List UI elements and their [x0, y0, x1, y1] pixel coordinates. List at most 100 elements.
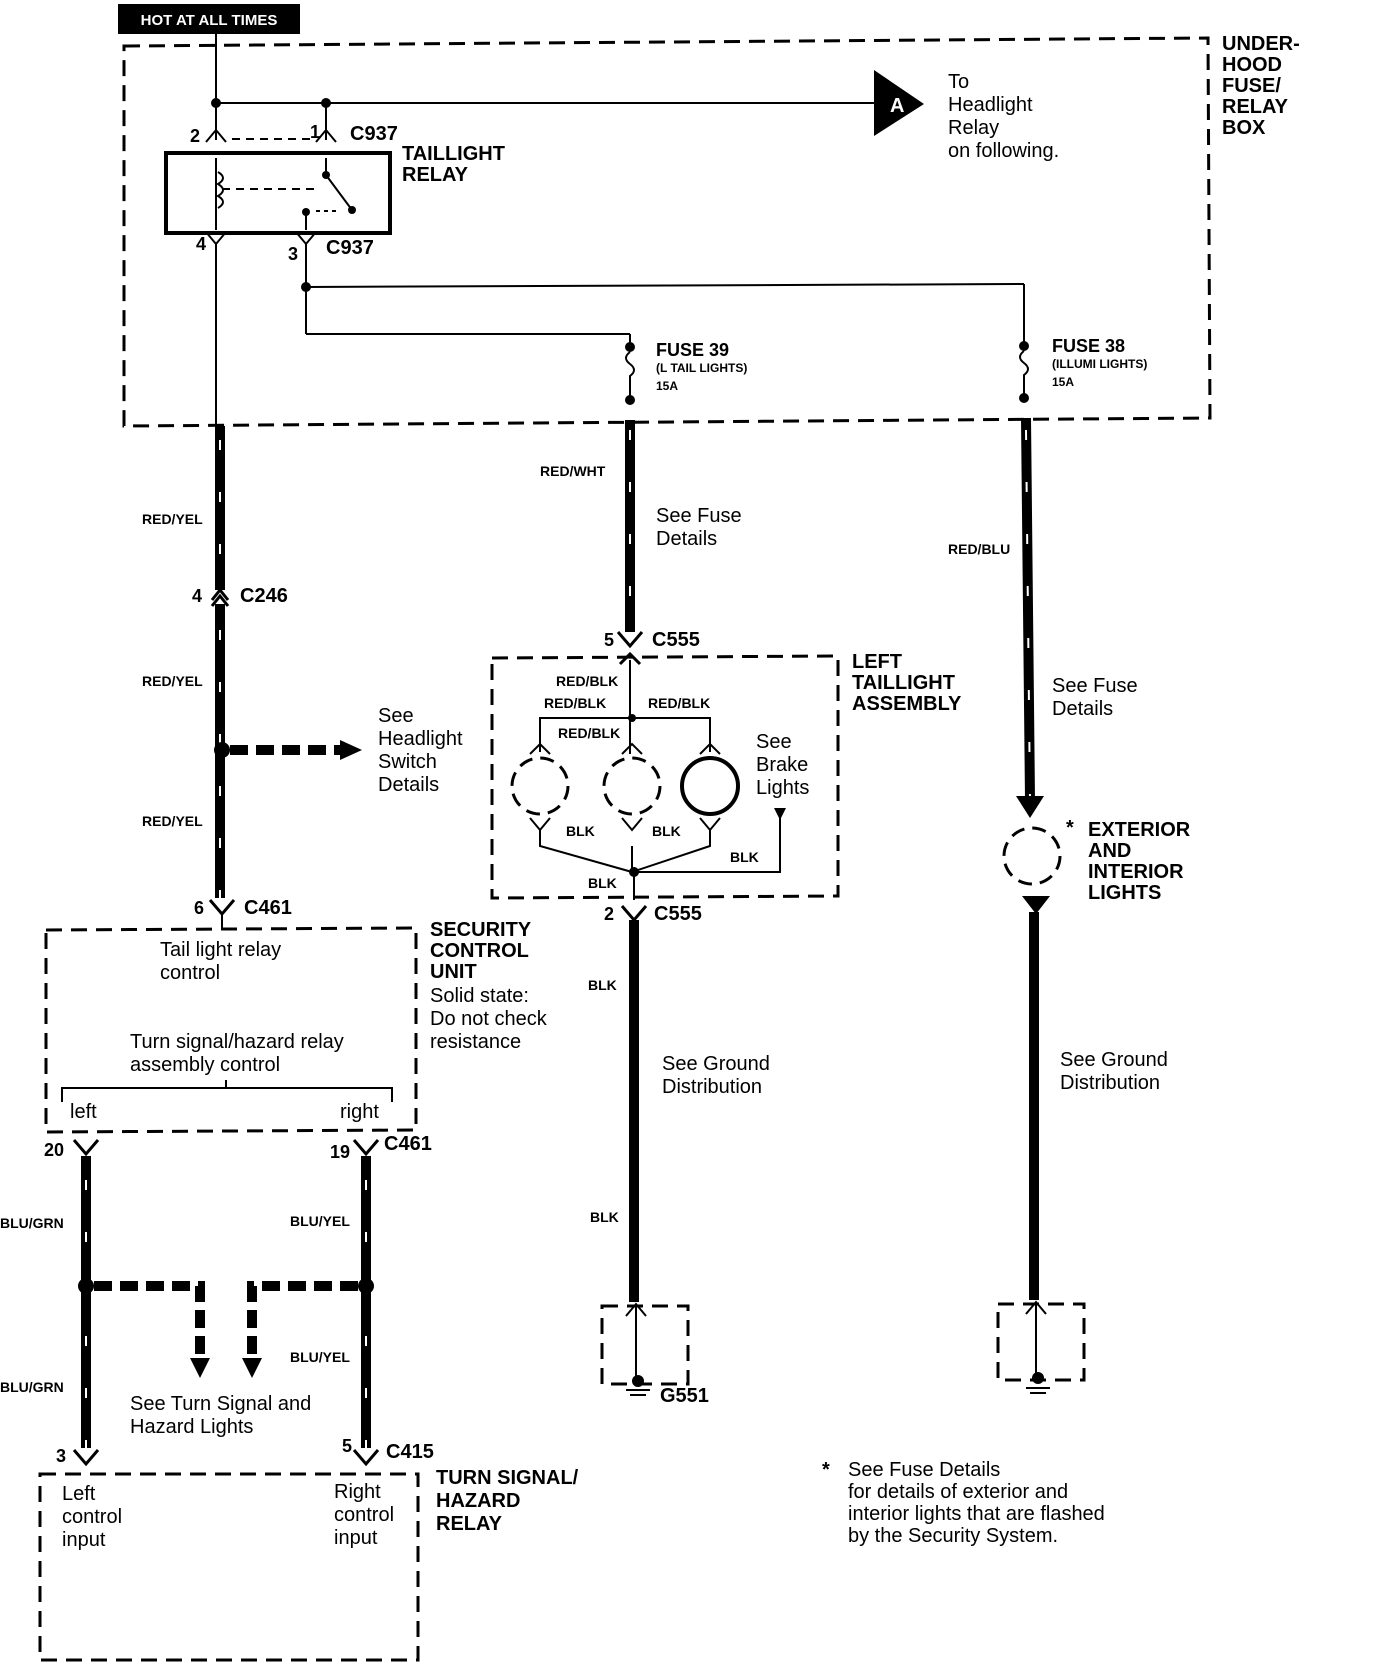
bulb-brake — [680, 756, 740, 816]
svg-text:UNDER-: UNDER- — [1222, 33, 1300, 55]
see-headlight-note: See Headlight Switch Details — [378, 705, 463, 796]
security-left-label: left — [70, 1101, 97, 1123]
svg-text:TURN SIGNAL/: TURN SIGNAL/ — [436, 1467, 579, 1489]
wire-label-red-blk-2: RED/BLK — [544, 695, 606, 711]
svg-text:AND: AND — [1088, 840, 1131, 862]
see-ground-note-1: See Ground Distribution — [662, 1053, 770, 1098]
svg-text:2: 2 — [604, 904, 614, 924]
svg-text:resistance: resistance — [430, 1031, 521, 1053]
svg-text:SECURITY: SECURITY — [430, 919, 532, 941]
svg-text:input: input — [334, 1527, 378, 1549]
svg-text:for details of exterior and: for details of exterior and — [848, 1481, 1068, 1503]
svg-text:C461: C461 — [244, 897, 292, 919]
svg-text:5: 5 — [342, 1436, 352, 1456]
taillight-relay: 2 1 C937 4 3 C937 — [164, 122, 398, 264]
svg-text:*: * — [822, 1459, 830, 1481]
fuse-39-name: FUSE 39 — [656, 340, 729, 360]
tail-relay-control: Tail light relay control — [160, 939, 281, 984]
svg-text:input: input — [62, 1529, 106, 1551]
svg-text:Tail light relay: Tail light relay — [160, 939, 281, 961]
wire-label-blk-1: BLK — [566, 823, 595, 839]
turn-relay-title: TURN SIGNAL/ HAZARD RELAY — [436, 1467, 579, 1535]
connector-c555-top: 5 C555 — [604, 629, 700, 666]
relay-pin-2: 2 — [190, 126, 200, 146]
wire-label-blk-6: BLK — [590, 1209, 619, 1225]
fuse-38: FUSE 38 (ILLUMI LIGHTS) 15A — [1019, 336, 1147, 403]
svg-text:control: control — [334, 1504, 394, 1526]
ground-right-outline — [996, 1302, 1086, 1382]
svg-text:See: See — [378, 705, 414, 727]
svg-text:Headlight: Headlight — [948, 94, 1033, 116]
wire-label-red-blu: RED/BLU — [948, 541, 1010, 557]
wire-label-red-blk-3: RED/BLK — [648, 695, 710, 711]
wire-label-red-yel-2: RED/YEL — [142, 673, 203, 689]
svg-text:Relay: Relay — [948, 117, 999, 139]
splice-dot — [301, 282, 311, 292]
taillight-internal-wiring — [529, 660, 786, 900]
wire-label-blk-5: BLK — [588, 977, 617, 993]
fuse-38-sub: (ILLUMI LIGHTS) — [1052, 357, 1147, 371]
wire-label-blk-4: BLK — [588, 875, 617, 891]
svg-text:See Ground: See Ground — [662, 1053, 770, 1075]
fuse-38-name: FUSE 38 — [1052, 336, 1125, 356]
wire-red-blu — [1021, 417, 1035, 801]
security-unit-title: SECURITY CONTROL UNIT Solid state: Do no… — [430, 919, 548, 1053]
svg-text:HOOD: HOOD — [1222, 54, 1282, 76]
svg-text:See Turn Signal and: See Turn Signal and — [130, 1393, 311, 1415]
svg-text:Headlight: Headlight — [378, 728, 463, 750]
svg-text:Details: Details — [1052, 698, 1113, 720]
svg-text:Do not check: Do not check — [430, 1008, 548, 1030]
svg-text:Distribution: Distribution — [1060, 1072, 1160, 1094]
svg-text:6: 6 — [194, 898, 204, 918]
splice-dot — [214, 742, 230, 758]
svg-text:*: * — [1066, 817, 1074, 839]
see-ground-note-2: See Ground Distribution — [1060, 1049, 1168, 1094]
wire-label-blk-2: BLK — [652, 823, 681, 839]
relay-pin-3: 3 — [288, 244, 298, 264]
fuse-39-sub: (L TAIL LIGHTS) — [656, 361, 747, 375]
splice-dot — [78, 1278, 94, 1294]
svg-text:ASSEMBLY: ASSEMBLY — [852, 693, 962, 715]
fuse-box-title: UNDER- HOOD FUSE/ RELAY BOX — [1222, 33, 1300, 139]
svg-text:UNIT: UNIT — [430, 961, 477, 983]
exterior-lights-bulb — [1002, 826, 1062, 886]
ground-g551: G551 — [625, 1302, 709, 1407]
turn-relay-control: Turn signal/hazard relay assembly contro… — [130, 1031, 344, 1076]
svg-text:on following.: on following. — [948, 140, 1059, 162]
fuse-box-outline — [122, 36, 1212, 428]
splice-dot — [211, 98, 221, 108]
connector-a-text: To Headlight Relay on following. — [948, 71, 1059, 162]
ground-g551-outline — [600, 1304, 690, 1386]
svg-text:TAILLIGHT: TAILLIGHT — [402, 143, 505, 165]
see-turn-note: See Turn Signal and Hazard Lights — [130, 1393, 311, 1438]
svg-text:3: 3 — [56, 1446, 66, 1466]
security-right-label: right — [340, 1101, 379, 1123]
svg-text:19: 19 — [330, 1142, 350, 1162]
relay-output-wire — [305, 283, 1025, 288]
fuse-39-rating: 15A — [656, 379, 678, 393]
wire-label-red-wht: RED/WHT — [540, 463, 606, 479]
left-taillight-title: LEFT TAILLIGHT ASSEMBLY — [852, 651, 962, 715]
svg-text:RELAY: RELAY — [1222, 96, 1289, 118]
wire-label-blu-yel-2: BLU/YEL — [290, 1349, 350, 1365]
fuse-39: FUSE 39 (L TAIL LIGHTS) 15A — [625, 340, 747, 405]
svg-text:C415: C415 — [386, 1441, 434, 1463]
wire-label-red-yel-1: RED/YEL — [142, 511, 203, 527]
relay-pin-4: 4 — [196, 234, 206, 254]
wire-label-blu-yel-1: BLU/YEL — [290, 1213, 350, 1229]
svg-text:5: 5 — [604, 630, 614, 650]
connector-a-flag — [874, 70, 924, 136]
connector-c555-bottom: 2 C555 — [604, 903, 702, 925]
turn-relay-right-input: Right control input — [334, 1481, 394, 1549]
connector-c246: 4 C246 — [192, 585, 288, 607]
svg-text:See: See — [756, 731, 792, 753]
relay-pin-1: 1 — [310, 122, 320, 142]
svg-text:20: 20 — [44, 1140, 64, 1160]
svg-text:Lights: Lights — [756, 777, 809, 799]
relay-connector-bottom: C937 — [326, 237, 374, 259]
taillight-relay-title: TAILLIGHT RELAY — [402, 143, 505, 186]
see-fuse-note-1: See Fuse Details — [656, 505, 742, 550]
svg-text:Details: Details — [378, 774, 439, 796]
svg-text:EXTERIOR: EXTERIOR — [1088, 819, 1191, 841]
svg-text:See Fuse: See Fuse — [1052, 675, 1138, 697]
